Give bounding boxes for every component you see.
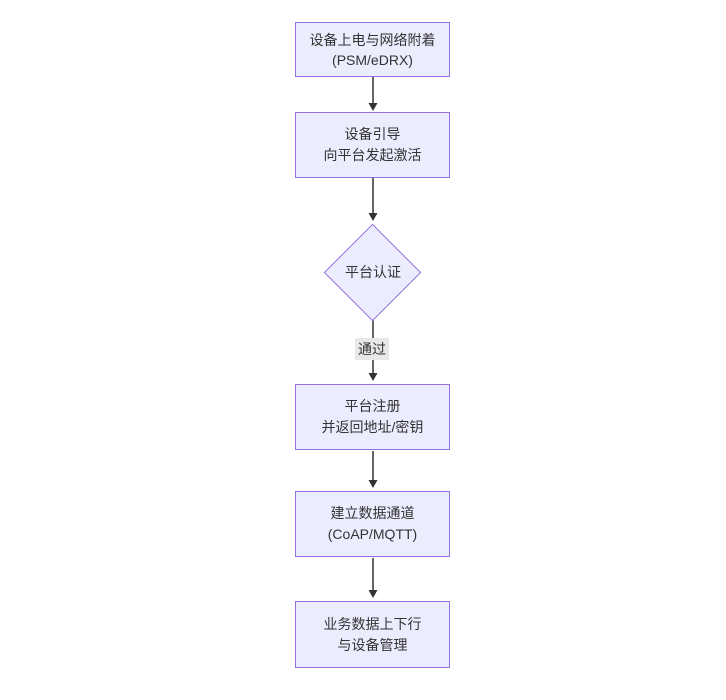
node-text-line: 设备上电与网络附着 — [309, 31, 436, 48]
arrowhead-icon — [368, 103, 378, 111]
node-business-data: 业务数据上下行 与设备管理 — [295, 601, 450, 668]
node-text-line: (PSM/eDRX) — [332, 51, 413, 68]
arrowhead-icon — [368, 480, 378, 488]
node-power-attach: 设备上电与网络附着 (PSM/eDRX) — [295, 22, 450, 77]
edge-label-pass: 通过 — [355, 338, 389, 360]
node-bootstrap: 设备引导 向平台发起激活 — [295, 112, 450, 178]
node-text-line: 建立数据通道 — [330, 505, 415, 521]
node-text-line: 并返回地址/密钥 — [321, 419, 424, 435]
node-register: 平台注册 并返回地址/密钥 — [295, 384, 450, 450]
arrowhead-icon — [368, 590, 378, 598]
node-text-line: 向平台发起激活 — [323, 147, 422, 163]
arrowhead-icon — [368, 213, 378, 221]
arrowhead-icon — [368, 373, 378, 381]
node-text-line: 平台注册 — [344, 398, 401, 414]
node-auth-decision-label: 平台认证 — [345, 264, 401, 280]
node-text-line: 与设备管理 — [337, 636, 408, 653]
node-text-line: 业务数据上下行 — [323, 615, 422, 632]
node-text-line: 设备引导 — [344, 126, 401, 142]
node-data-channel: 建立数据通道 (CoAP/MQTT) — [295, 491, 450, 557]
node-text-line: (CoAP/MQTT) — [327, 526, 418, 542]
